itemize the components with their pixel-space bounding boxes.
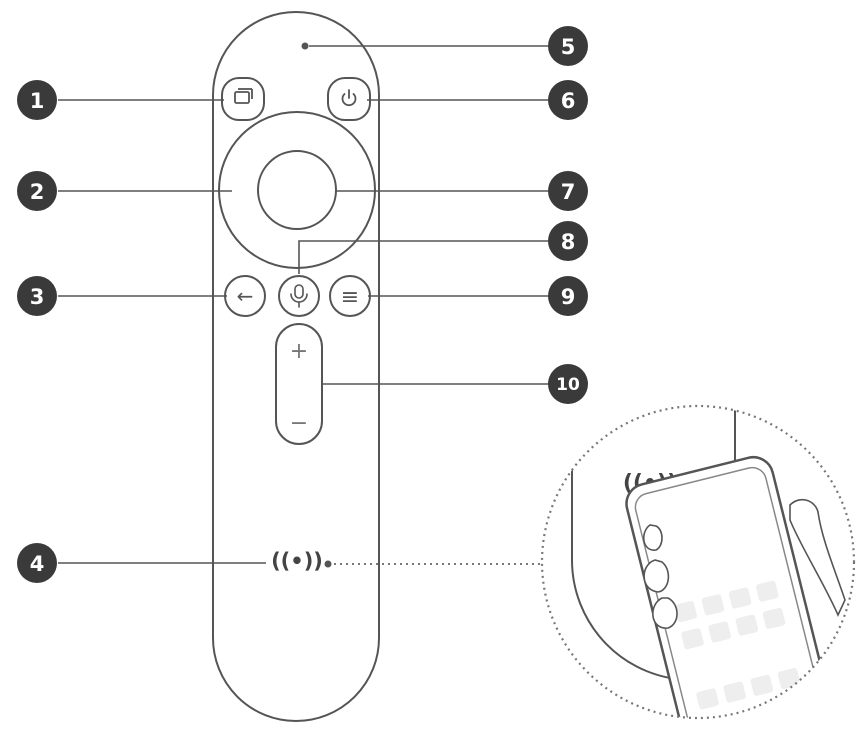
svg-text:6: 6 xyxy=(561,89,576,113)
callout-badge-10: 10 xyxy=(548,364,588,404)
voice-button[interactable] xyxy=(278,275,320,317)
svg-text:7: 7 xyxy=(561,180,576,204)
nfc-icon: ((•)) xyxy=(271,549,323,573)
nfc-detail-connector xyxy=(324,560,540,568)
callout-badge-8: 8 xyxy=(548,221,588,261)
svg-text:8: 8 xyxy=(561,230,576,254)
volume-down-label: − xyxy=(290,411,308,436)
inset-border xyxy=(540,404,856,720)
menu-button[interactable]: ≡ xyxy=(329,275,371,317)
callout-badge-1: 1 xyxy=(17,80,57,120)
svg-text:1: 1 xyxy=(30,89,45,113)
svg-text:10: 10 xyxy=(556,375,580,395)
callout-badge-7: 7 xyxy=(548,171,588,211)
leader-line-8 xyxy=(298,240,548,274)
phone-app-grid xyxy=(674,580,801,710)
svg-text:5: 5 xyxy=(561,35,576,59)
leader-lines xyxy=(58,45,548,564)
back-button[interactable]: ← xyxy=(224,275,266,317)
callout-badge-6: 6 xyxy=(548,80,588,120)
phone xyxy=(625,455,831,718)
input-source-button[interactable] xyxy=(221,77,265,121)
ok-button[interactable] xyxy=(257,150,337,230)
svg-text:3: 3 xyxy=(30,285,45,309)
nfc-detail-inset: ((•)) xyxy=(540,404,856,720)
svg-text:9: 9 xyxy=(561,285,576,309)
back-arrow-icon: ← xyxy=(237,284,254,308)
callout-badge-3: 3 xyxy=(17,276,57,316)
callout-badge-5: 5 xyxy=(548,26,588,66)
svg-text:4: 4 xyxy=(30,552,45,576)
input-source-icon xyxy=(234,88,253,104)
volume-rocker[interactable]: + − xyxy=(275,323,323,445)
power-icon xyxy=(341,89,357,107)
volume-up-label: + xyxy=(290,339,308,364)
power-button[interactable] xyxy=(327,77,371,121)
microphone-icon xyxy=(290,284,308,308)
indicator-light xyxy=(301,42,309,50)
hand xyxy=(643,498,846,629)
svg-text:2: 2 xyxy=(30,180,45,204)
callout-badge-9: 9 xyxy=(548,276,588,316)
menu-icon: ≡ xyxy=(341,285,359,310)
callout-badge-2: 2 xyxy=(17,171,57,211)
callout-badge-4: 4 xyxy=(17,543,57,583)
